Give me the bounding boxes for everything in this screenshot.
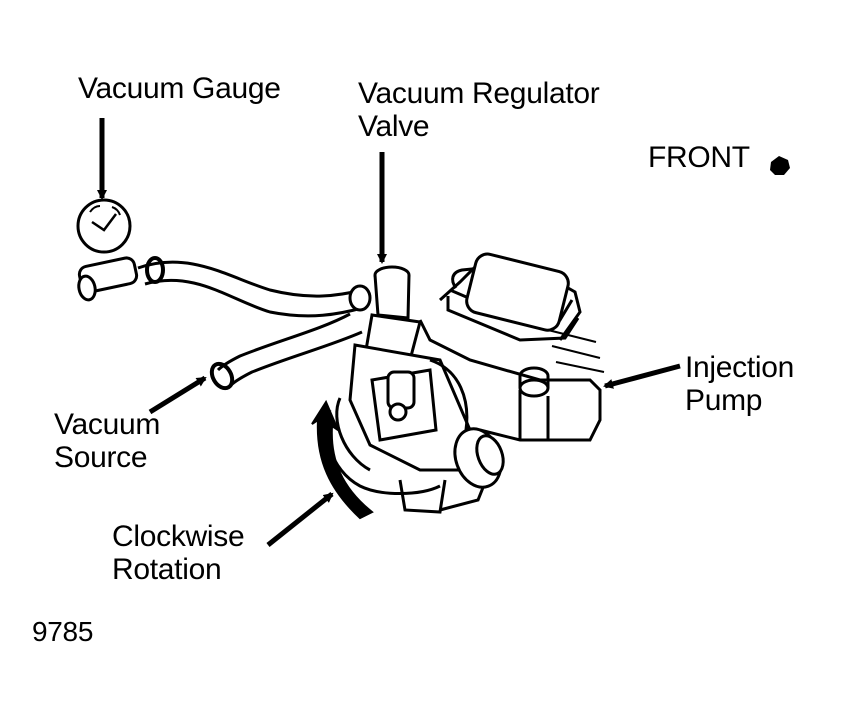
vacuum-source-arrow [148, 375, 207, 415]
regulator-valve-drawing [324, 265, 505, 514]
injection-pump-arrow [603, 363, 681, 389]
figure-number-text: 9785 [32, 616, 94, 647]
source-line-2: Source [54, 441, 148, 474]
vacuum-regulator-valve-label: Vacuum Regulator Valve [358, 77, 600, 143]
front-indicator-mark [770, 156, 790, 175]
clockwise-line-1: Clockwise [112, 520, 245, 553]
figure-number: 9785 [32, 615, 93, 648]
clockwise-rotation-label: Clockwise Rotation [112, 520, 245, 586]
clockwise-rotation-arrow [266, 492, 334, 547]
vacuum-source-label: Vacuum Source [54, 408, 160, 474]
vacuum-gauge-drawing [76, 198, 139, 302]
vacuum-gauge-text: Vacuum Gauge [78, 72, 281, 105]
clockwise-line-2: Rotation [112, 553, 222, 586]
source-line-1: Vacuum [54, 408, 161, 441]
vacuum-gauge-label: Vacuum Gauge [78, 72, 281, 105]
leader-arrows [97, 118, 681, 547]
regulator-line-1: Vacuum Regulator [358, 77, 600, 110]
front-label: FRONT [648, 141, 750, 174]
injection-line-2: Pump [685, 384, 763, 417]
front-text: FRONT [648, 141, 750, 174]
injection-line-1: Injection [685, 351, 795, 384]
regulator-line-2: Valve [358, 110, 430, 143]
injection-pump-label: Injection Pump [685, 351, 794, 417]
rotation-arrow-drawing [311, 399, 374, 520]
injection-pump-drawing [418, 252, 605, 512]
vacuum-hose [137, 256, 363, 391]
